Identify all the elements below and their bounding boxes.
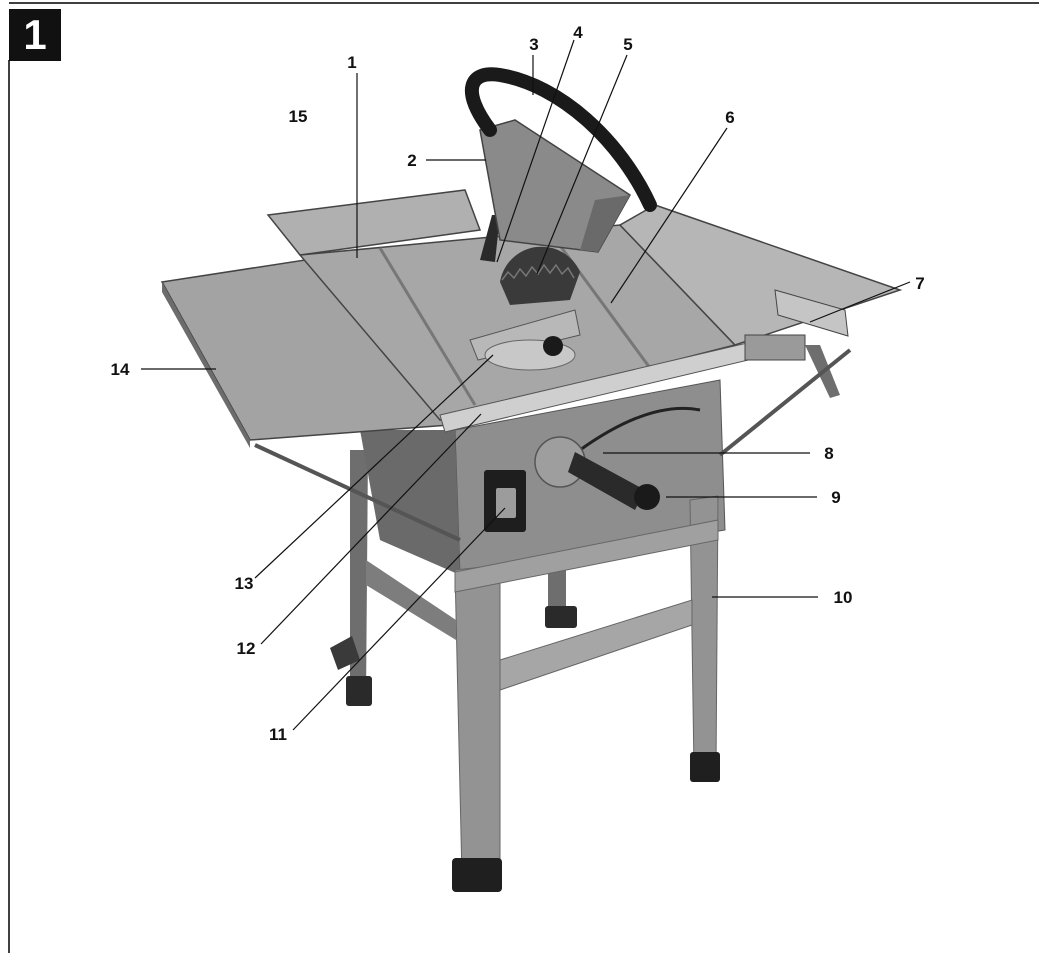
callout-2: 2 <box>407 151 416 170</box>
callout-10: 10 <box>834 588 853 607</box>
stand-brace-top <box>454 519 719 593</box>
rear-foot-pedal <box>330 636 360 670</box>
fence-support-strut <box>718 348 852 457</box>
callout-12: 12 <box>237 639 256 658</box>
callout-11: 11 <box>269 725 287 744</box>
callout-13: 13 <box>235 574 254 593</box>
blade-guard-front <box>580 195 630 252</box>
rear-extension-table <box>266 189 482 256</box>
angle-scale <box>579 406 701 452</box>
saw-housing-side <box>360 430 460 575</box>
leader-12 <box>260 413 482 645</box>
riving-knife <box>480 215 500 262</box>
callout-1: 1 <box>347 53 356 72</box>
saw-blade <box>500 246 580 305</box>
rear-right-leg <box>548 560 566 620</box>
callout-3: 3 <box>529 35 538 54</box>
saw-blade-teeth <box>501 263 575 281</box>
left-extension-edge <box>162 282 250 448</box>
miter-gauge-knob <box>543 336 563 356</box>
stand-brace-left <box>366 560 456 640</box>
rear-left-leg <box>350 450 368 700</box>
stand-brace-front <box>499 599 693 691</box>
on-off-switch-button <box>496 488 516 518</box>
leader-13 <box>254 354 494 579</box>
front-right-foot <box>690 752 720 782</box>
figure-number-badge: 1 <box>9 9 61 61</box>
leader-6 <box>610 127 728 304</box>
callout-4: 4 <box>573 23 583 42</box>
front-left-foot <box>452 858 502 892</box>
extension-support-strut <box>254 443 461 542</box>
fence-clamp <box>744 334 806 361</box>
leader-lines <box>141 39 911 731</box>
callout-5: 5 <box>623 35 632 54</box>
rear-left-foot <box>346 676 372 706</box>
miter-groove-right <box>548 231 652 369</box>
callout-7: 7 <box>915 274 924 293</box>
callout-14: 14 <box>111 360 130 379</box>
leader-4 <box>496 39 575 263</box>
parallel-fence <box>774 289 849 337</box>
table-saw-illustration <box>160 67 903 892</box>
leader-11 <box>292 507 506 731</box>
callout-8: 8 <box>824 444 833 463</box>
callout-6: 6 <box>725 108 734 127</box>
suction-hose <box>465 67 657 212</box>
leader-7 <box>809 281 911 323</box>
miter-groove-left <box>378 247 477 406</box>
callout-9: 9 <box>831 488 840 507</box>
front-left-leg <box>454 564 501 879</box>
callout-15: 15 <box>289 107 308 126</box>
rear-right-foot <box>545 606 577 628</box>
leader-5 <box>536 54 628 275</box>
height-adjust-knob <box>568 452 645 510</box>
locking-knob <box>634 484 660 510</box>
